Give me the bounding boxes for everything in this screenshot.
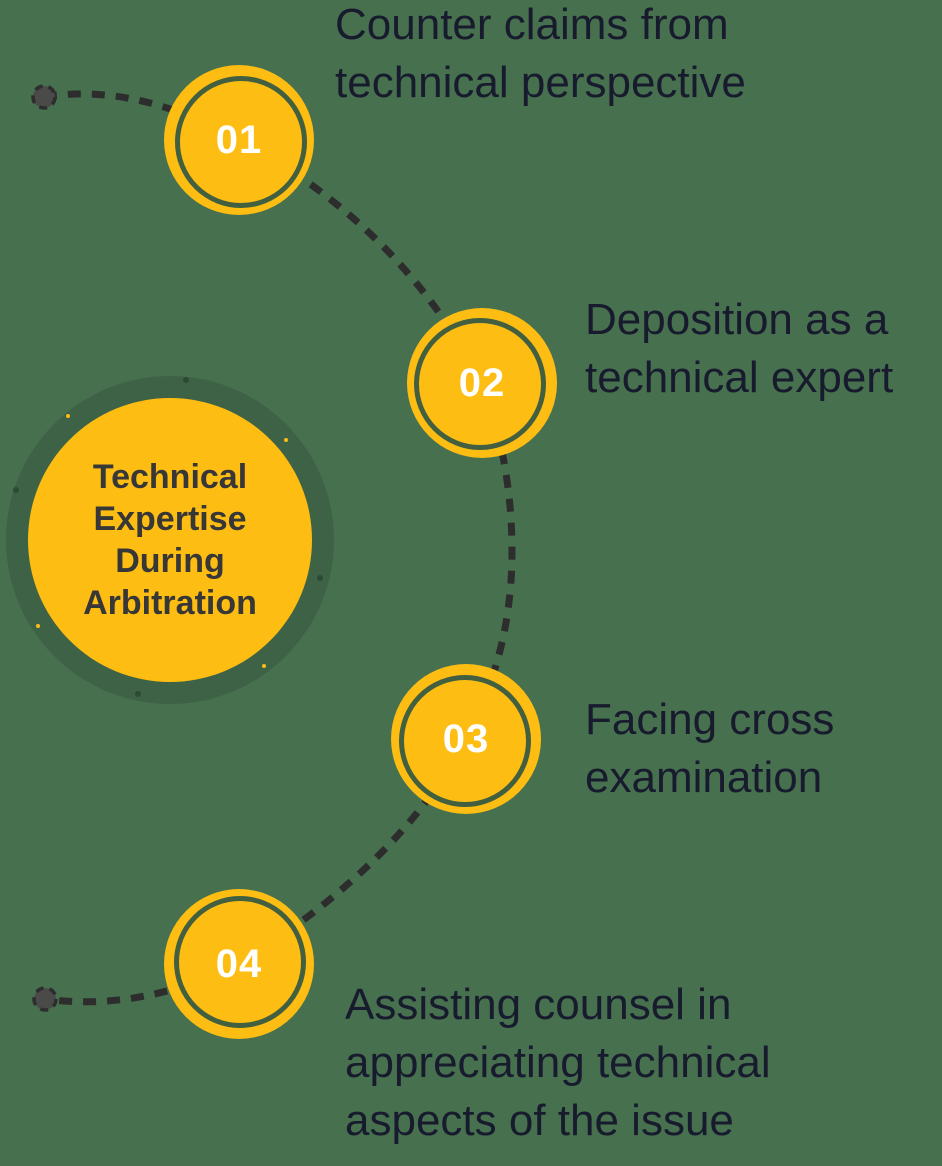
step-label-01: Counter claims from technical perspectiv… <box>335 0 746 107</box>
arc-end-dot-top <box>31 84 57 110</box>
step-circle-01: 01 <box>173 74 305 206</box>
step-circle-03: 03 <box>400 673 532 805</box>
central-hub-circle: Technical Expertise During Arbitration <box>28 398 312 682</box>
dashed-arc-path <box>43 90 516 1006</box>
step-label-03: Facing cross examination <box>585 695 835 802</box>
arc-end-dot-bottom <box>32 986 58 1012</box>
step-number-03: 03 <box>442 716 490 761</box>
step-number-01: 01 <box>215 117 263 162</box>
step-label-04: Assisting counsel in appreciating techni… <box>345 980 771 1145</box>
step-number-04: 04 <box>215 941 263 986</box>
step-circle-04: 04 <box>173 898 305 1030</box>
step-label-02: Deposition as a technical expert <box>585 295 894 402</box>
step-circle-02: 02 <box>416 317 548 449</box>
hub-title: Technical Expertise During Arbitration <box>83 458 257 622</box>
step-number-02: 02 <box>458 360 506 405</box>
